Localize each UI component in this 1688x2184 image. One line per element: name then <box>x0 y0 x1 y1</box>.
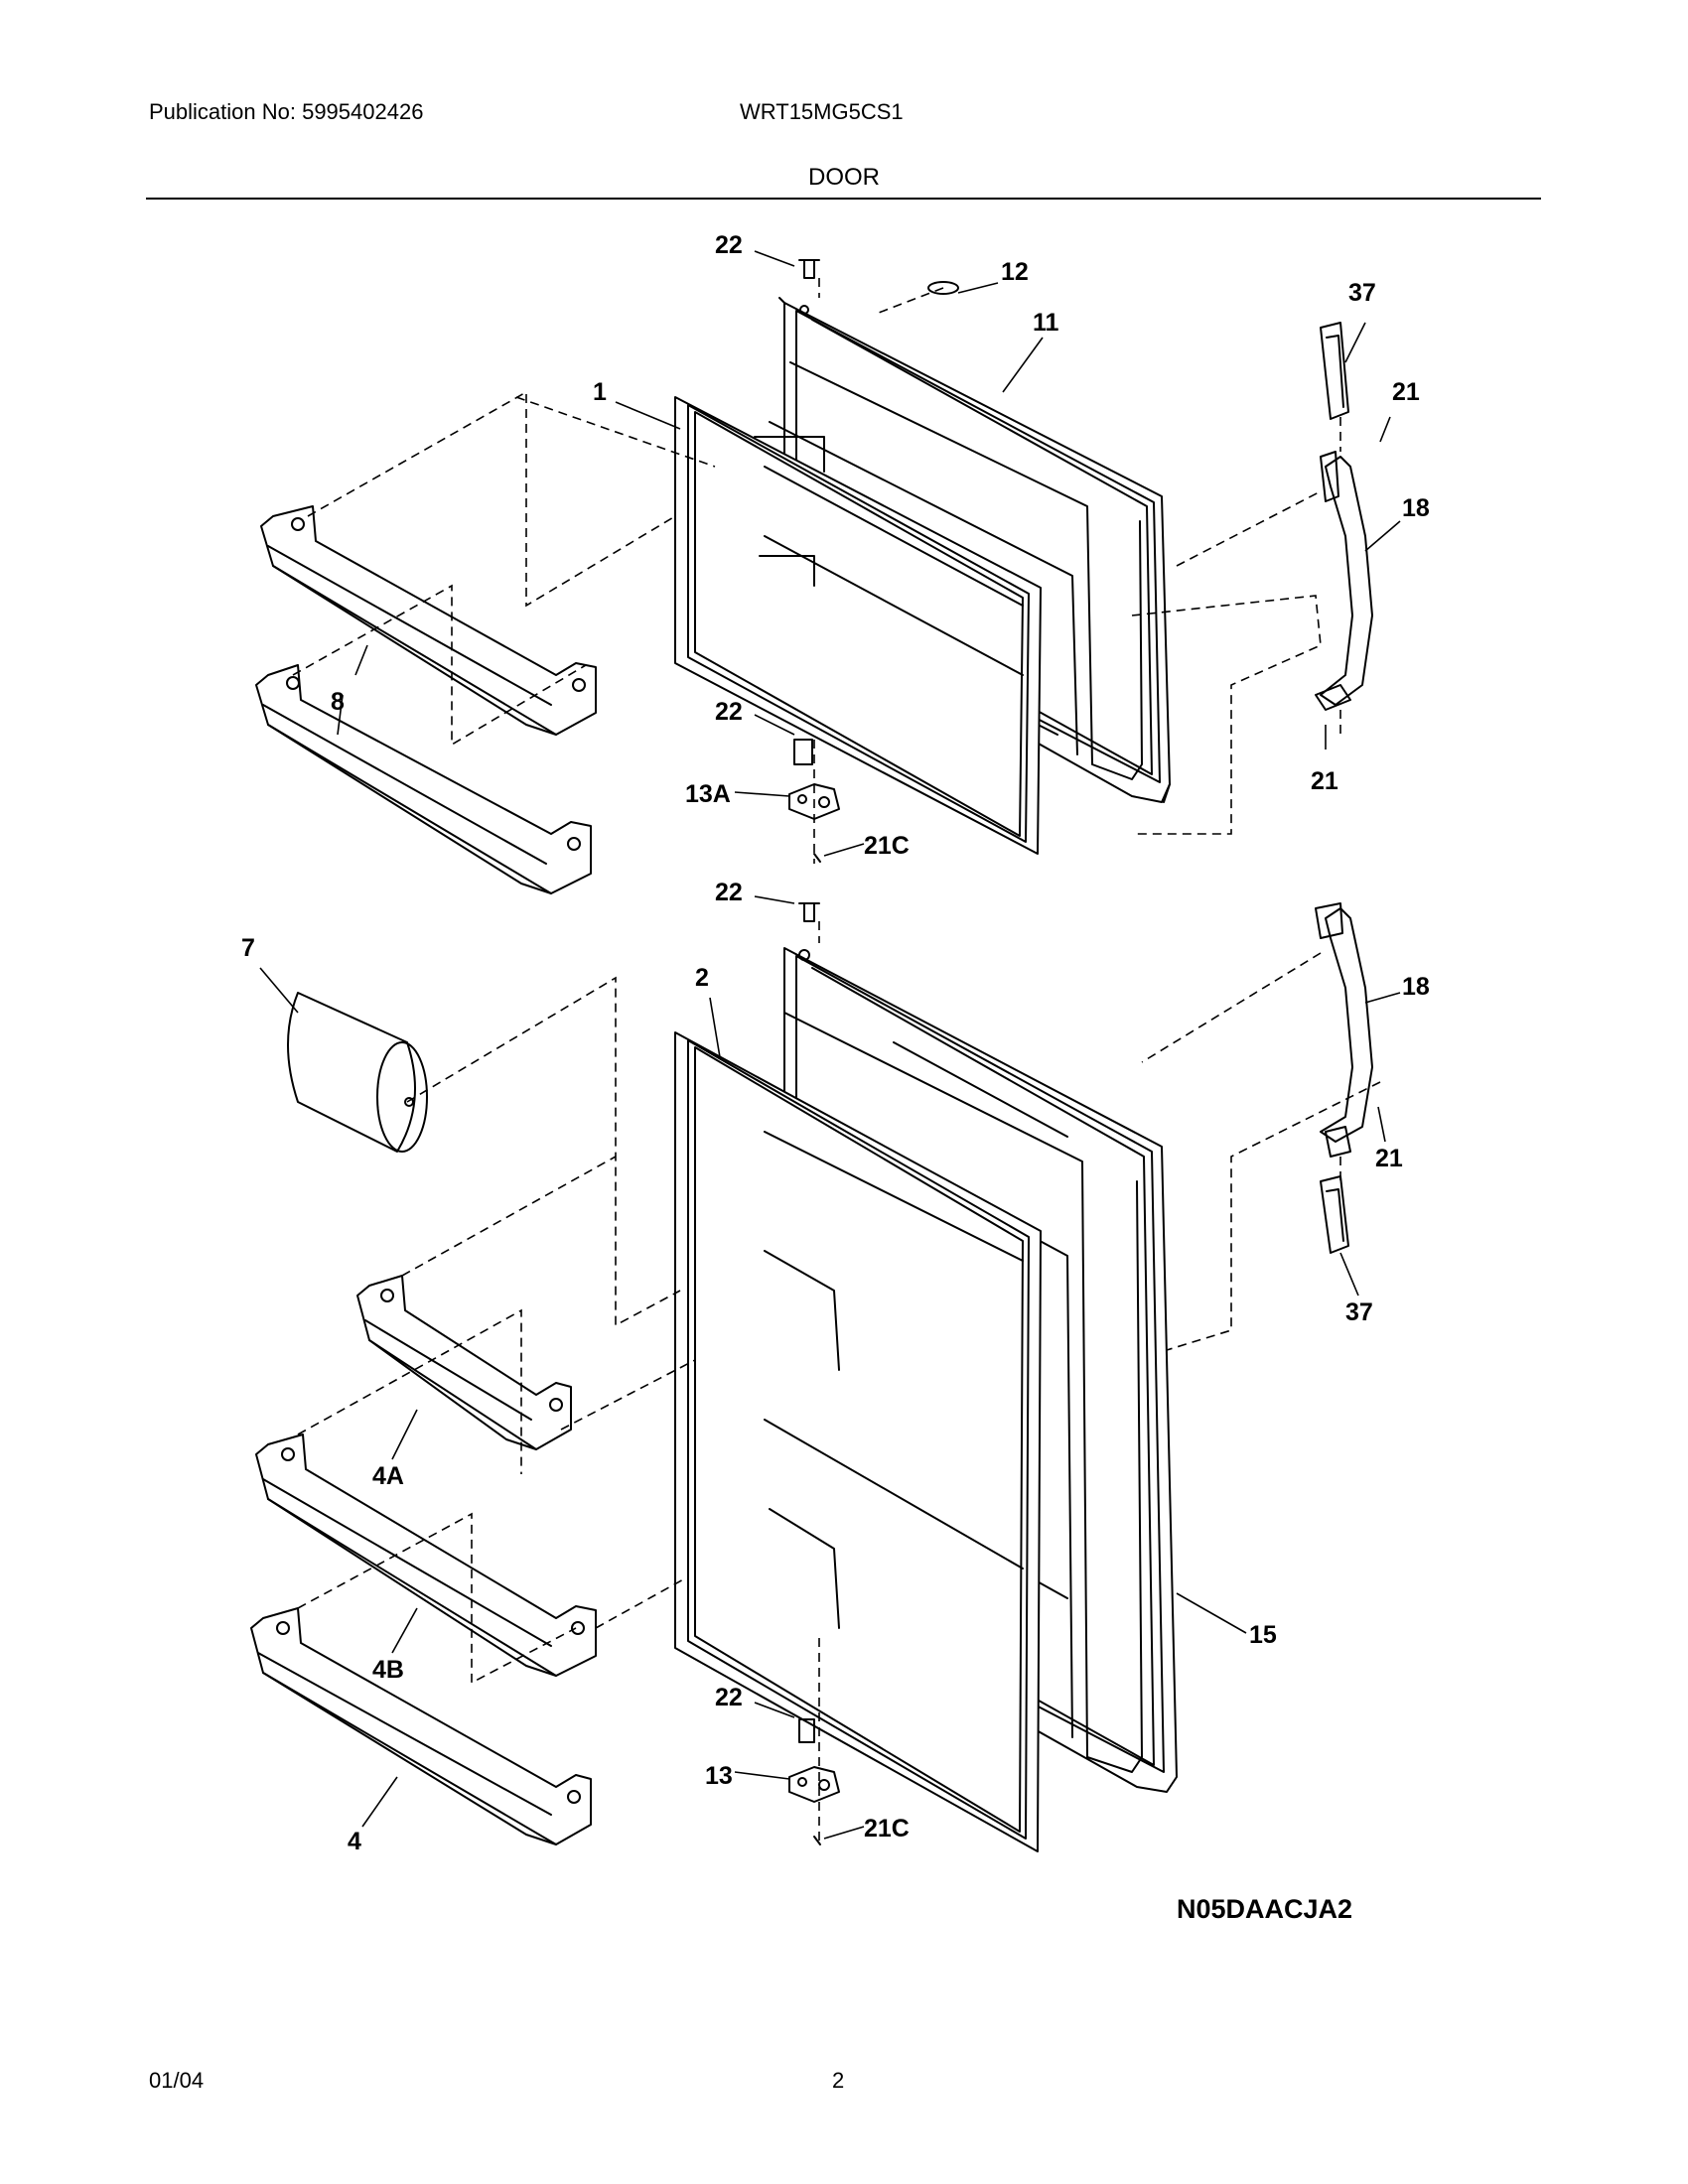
section-title: DOOR <box>808 164 880 191</box>
callout-22: 22 <box>715 1684 743 1711</box>
callout-22: 22 <box>715 879 743 906</box>
diagram-code: N05DAACJA2 <box>1177 1894 1353 1924</box>
hinge-13 <box>788 1766 840 1803</box>
screw-21c-lower <box>813 1836 821 1845</box>
plug-12 <box>927 281 959 295</box>
callout-4A: 4A <box>372 1462 404 1490</box>
screw-22-mid <box>793 739 813 765</box>
callout-7: 7 <box>241 934 255 962</box>
freezer-handle-cap-37 <box>1320 322 1349 420</box>
callout-18: 18 <box>1402 494 1430 522</box>
fresh-food-handle-18 <box>1315 902 1373 1158</box>
callout-18: 18 <box>1402 973 1430 1001</box>
freezer-shelf-8-upper <box>260 505 597 736</box>
callout-21: 21 <box>1311 767 1338 795</box>
freezer-gasket-1 <box>674 396 1042 855</box>
header-rule <box>146 198 1541 200</box>
page-number: 2 <box>832 2068 845 2093</box>
fresh-food-gasket-2 <box>674 1031 1042 1852</box>
callout-4: 4 <box>348 1828 361 1855</box>
door-shelf-4B <box>255 1433 597 1677</box>
callout-1: 1 <box>593 378 607 406</box>
callout-21C: 21C <box>864 832 910 860</box>
screw-22-top <box>798 259 820 279</box>
callout-11: 11 <box>1033 309 1059 337</box>
screw-22-bottom <box>798 1718 815 1743</box>
model-number: WRT15MG5CS1 <box>740 99 904 124</box>
fresh-food-handle-cap-37 <box>1320 1175 1349 1254</box>
callout-21: 21 <box>1392 378 1420 406</box>
screw-21c-upper <box>813 853 821 863</box>
callout-37: 37 <box>1345 1298 1373 1326</box>
publication-number: Publication No: 5995402426 <box>149 99 424 124</box>
callout-13: 13 <box>705 1762 733 1790</box>
callout-15: 15 <box>1249 1621 1277 1649</box>
callout-2: 2 <box>695 964 709 992</box>
callout-37: 37 <box>1348 279 1376 307</box>
callout-21C: 21C <box>864 1815 910 1843</box>
door-shelf-4 <box>250 1607 592 1845</box>
door-shelf-4A <box>356 1275 572 1450</box>
callout-4B: 4B <box>372 1656 404 1684</box>
callout-21: 21 <box>1375 1145 1403 1172</box>
freezer-handle-18 <box>1315 451 1373 711</box>
screw-22-lower-top <box>798 902 820 922</box>
callout-12: 12 <box>1001 258 1029 286</box>
callout-13A: 13A <box>685 780 731 808</box>
footer-date: 01/04 <box>149 2068 205 2093</box>
callout-22: 22 <box>715 231 743 259</box>
callout-8: 8 <box>331 688 345 716</box>
egg-bucket-7 <box>287 992 428 1153</box>
callout-22: 22 <box>715 698 743 726</box>
